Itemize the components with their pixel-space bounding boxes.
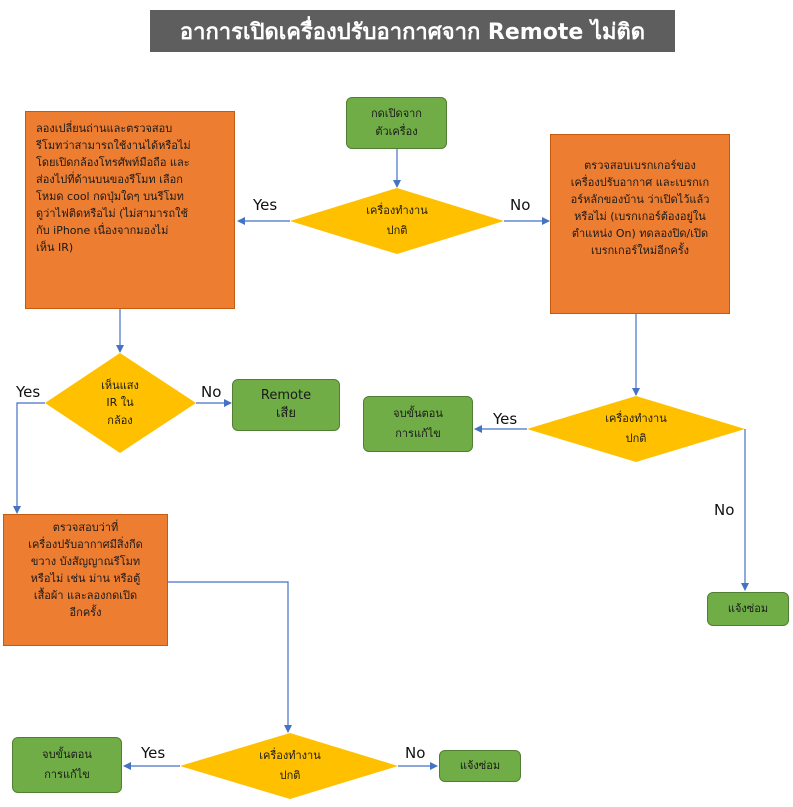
label-yes-right: Yes	[493, 410, 518, 428]
label-yes-ir: Yes	[16, 383, 41, 401]
label-no-bottom: No	[405, 744, 426, 762]
label-yes-1: Yes	[253, 196, 278, 214]
remote-broken-box: Remote เสีย	[232, 379, 340, 431]
label-no-right: No	[714, 501, 735, 519]
label-yes-bottom: Yes	[141, 744, 166, 762]
obstacle-check-box: ตรวจสอบว่าที่ เครื่องปรับอากาศมีสิ่งกีด …	[3, 514, 168, 646]
end-box-right: จบขั้นตอน การแก้ไข	[363, 396, 473, 452]
remote-check-box: ลองเปลี่ยนถ่านและตรวจสอบ รีโมทว่าสามารถใ…	[25, 111, 235, 309]
start-box: กดเปิดจาก ตัวเครื่อง	[346, 97, 447, 149]
breaker-check-box: ตรวจสอบเบรกเกอร์ของ เครื่องปรับอากาศ และ…	[550, 134, 730, 314]
decision-ir-text: เห็นแสง IR ใน กล้อง	[101, 378, 139, 427]
decision-diamond-right	[527, 396, 745, 462]
decision-right-text: เครื่องทำงาน ปกติ	[605, 412, 667, 445]
decision-diamond-1	[290, 188, 504, 254]
repair-box-bottom: แจ้งซ่อม	[439, 750, 521, 782]
end-box-bottom: จบขั้นตอน การแก้ไข	[12, 737, 122, 793]
label-no-ir: No	[201, 383, 222, 401]
repair-box-right: แจ้งซ่อม	[707, 592, 789, 626]
decision-diamond-ir	[45, 353, 196, 453]
connector-obstacle-to-decision	[168, 581, 292, 733]
label-no-1: No	[510, 196, 531, 214]
decision-diamond-bottom	[180, 733, 398, 799]
decision-1-text: เครื่องทำงาน ปกติ	[366, 204, 428, 237]
page-title: อาการเปิดเครื่องปรับอากาศจาก Remote ไม่ต…	[150, 10, 675, 52]
connector-ir-yes	[13, 402, 45, 514]
decision-bottom-text: เครื่องทำงาน ปกติ	[259, 749, 321, 782]
